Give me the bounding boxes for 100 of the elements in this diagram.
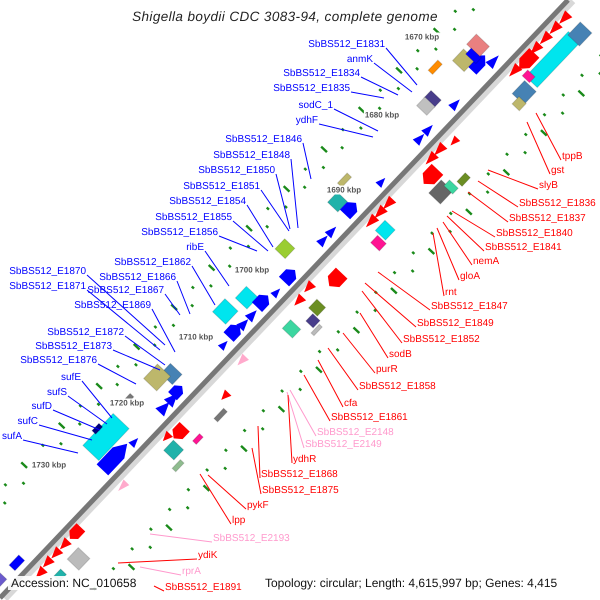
leader-line [112, 350, 160, 370]
leader-line [442, 222, 472, 266]
gene-label: rnt [445, 287, 457, 299]
leader-line [328, 348, 358, 390]
leader-line [124, 336, 166, 366]
gene-label: tppB [562, 151, 583, 163]
gene-label: SbBS512_E1868 [261, 469, 338, 481]
leader-line [252, 448, 262, 494]
leader-line [52, 410, 100, 430]
leader-line [304, 374, 330, 422]
leader-line [452, 210, 496, 238]
gene-label: SbBS512_E1873 [35, 341, 112, 353]
position-label: 1730 kbp [30, 460, 68, 470]
gene-label: SbBS512_E1841 [485, 242, 562, 254]
position-label: 1700 kbp [234, 266, 270, 274]
gene-label: SbBS512_E1837 [509, 213, 586, 225]
gene-label: SbBS512_E1850 [198, 165, 275, 177]
leader-line [260, 190, 290, 232]
leader-line [488, 170, 538, 190]
leader-line [436, 228, 460, 280]
gene-label: SbBS512_E1848 [213, 150, 290, 162]
leader-line [82, 380, 112, 418]
leader-line [362, 290, 402, 344]
gene-label: slyB [539, 180, 558, 192]
leader-line [152, 308, 176, 352]
gene-label: cfa [344, 398, 358, 410]
gene-label: pykF [247, 500, 269, 512]
gene-label: SbBS512_E2193 [213, 533, 290, 545]
position-label: 1690 kbp [326, 186, 362, 194]
gene-label: sufA [2, 431, 22, 443]
leader-line [446, 216, 484, 252]
leader-line [150, 534, 212, 542]
gene-label: gloA [460, 271, 480, 283]
leader-line [526, 122, 550, 174]
leader-line [288, 394, 292, 464]
position-label: 1670 kbp [404, 32, 440, 42]
gene-label: SbBS512_E1851 [183, 181, 260, 193]
gene-label: SbBS512_E1836 [519, 198, 596, 210]
gene-label: SbBS512_E1858 [359, 381, 436, 393]
leader-line [302, 142, 312, 180]
leader-line [374, 62, 412, 92]
gene-label: SbBS512_E1855 [155, 212, 232, 224]
leader-line [68, 396, 108, 424]
leader-line [432, 232, 444, 296]
leader-line [478, 180, 518, 208]
leader-line [208, 474, 246, 510]
gene-label: sufD [31, 401, 52, 413]
leader-line [218, 236, 258, 252]
gene-label: SbBS512_E1870 [9, 266, 86, 278]
leader-line [350, 92, 384, 98]
gene-label: SbBS512_E1871 [9, 281, 86, 293]
gene-label: ydhR [293, 454, 316, 466]
gene-label: SbBS512_E1856 [141, 227, 218, 239]
position-label: 1720 kbp [108, 398, 146, 408]
leader-line [140, 566, 182, 576]
gene-label: SbBS512_E1852 [403, 334, 480, 346]
leader-line [164, 294, 180, 316]
leader-line [468, 192, 508, 222]
gene-label: ydhF [296, 115, 318, 127]
position-label: 1680 kbp [364, 110, 400, 120]
leader-line [286, 392, 304, 448]
gene-label: ydiK [198, 550, 218, 562]
gene-label: SbBS512_E1854 [169, 196, 246, 208]
genome-title: Shigella boydii CDC 3083-94, complete genome [131, 9, 439, 24]
leader-line [98, 364, 136, 384]
gene-label: sufE [60, 372, 81, 384]
gene-label: nemA [473, 256, 500, 268]
leader-line [536, 112, 562, 160]
gene-label: SbBS512_E1847 [431, 301, 508, 313]
leader-line [318, 124, 374, 138]
gene-label: sufC [17, 416, 38, 428]
leader-line [22, 440, 78, 454]
gene-label: sufS [46, 387, 67, 399]
position-label: 1710 kbp [178, 332, 214, 342]
gene-label: purR [376, 364, 398, 376]
leader-line [364, 282, 416, 328]
gene-label: SbBS512_E1835 [273, 83, 350, 95]
leader-line [246, 204, 274, 248]
leader-line [118, 558, 198, 564]
gene-label: lpp [232, 515, 246, 527]
leader-line [342, 332, 376, 374]
leader-line [290, 390, 316, 436]
leader-line [360, 76, 398, 96]
gene-label: ribE [186, 242, 204, 254]
leader-line [290, 158, 298, 228]
gene-label: SbBS512_E1831 [308, 39, 385, 51]
leader-line [154, 586, 164, 592]
leader-line [378, 272, 430, 310]
leader-line [334, 108, 378, 132]
gene-label: SbBS512_E1861 [331, 412, 408, 424]
leader-line [258, 426, 260, 478]
leader-line [38, 424, 92, 440]
gene-label: SbBS512_E2149 [305, 439, 382, 451]
leader-line [318, 360, 344, 408]
gene-label: SbBS512_E1846 [225, 134, 302, 146]
gene-label: SbBS512_E1876 [20, 355, 97, 367]
leader-line [200, 474, 232, 524]
gene-label: SbBS512_E1849 [417, 318, 494, 330]
leader-line [192, 266, 216, 306]
leader-line [86, 274, 166, 346]
